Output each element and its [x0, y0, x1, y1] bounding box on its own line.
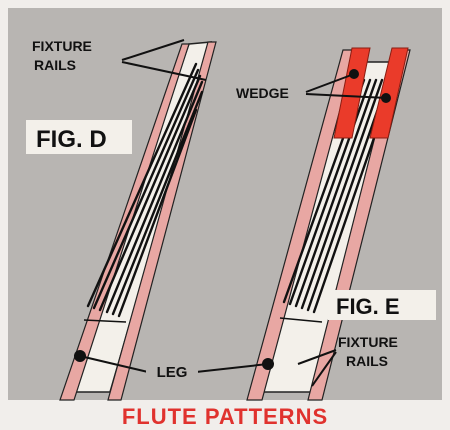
leader-fixture-rails-top-1 — [121, 39, 185, 61]
fig-d-label-bg — [26, 120, 132, 154]
fixture-rails-bottom-line1: FIXTURE — [338, 334, 398, 350]
leader-dots — [74, 69, 391, 370]
wedge-dot-left — [349, 69, 359, 79]
leg-dot-left — [74, 350, 86, 362]
fig-e-label-bg — [328, 290, 436, 320]
fixture-rails-top-label: FIXTURE RAILS — [32, 38, 96, 73]
fixture-rails-bottom-line2: RAILS — [346, 353, 388, 369]
leader-leg-left — [79, 355, 149, 373]
fig-d-flute-line — [92, 68, 200, 310]
fig-e-flute-line — [300, 78, 384, 310]
fig-d-label: FIG. D — [36, 126, 107, 153]
fixture-rails-bottom-label: FIXTURE RAILS — [338, 334, 402, 369]
fig-e-flute-end-line — [279, 317, 323, 323]
leader-fixture-rails-top-2 — [121, 61, 207, 81]
fig-e-flute-line — [288, 78, 372, 306]
fig-d-assembly — [59, 41, 217, 401]
leader-lines — [79, 39, 387, 387]
fixture-rails-top-line2: RAILS — [34, 57, 76, 73]
fig-d-flute-end-line — [83, 319, 127, 323]
leader-leg-right — [195, 363, 269, 373]
leader-wedge-2 — [305, 93, 387, 99]
fig-d-flute-line — [105, 80, 204, 314]
leg-label-bg — [146, 360, 198, 382]
leader-wedge-1 — [305, 73, 355, 93]
leg-label: LEG — [157, 364, 188, 381]
leader-fixture-rails-bottom-2 — [311, 351, 337, 387]
wedge-label: WEDGE — [236, 85, 289, 101]
fig-d-flute-line — [111, 90, 204, 316]
leg-dot-right — [262, 358, 274, 370]
fig-e-flute-line — [294, 78, 378, 308]
wedge-right — [369, 47, 409, 139]
fig-d-flutes — [86, 62, 204, 318]
fig-e-label: FIG. E — [336, 294, 400, 319]
fig-d-flute-line — [117, 108, 198, 318]
leader-fixture-rails-bottom-1 — [297, 349, 337, 365]
wedge-left — [333, 47, 371, 139]
caption: FLUTE PATTERNS — [121, 404, 329, 429]
fig-d-flute-line — [86, 62, 198, 308]
fig-d-flute-line — [98, 74, 202, 312]
fixture-rails-top-line1: FIXTURE — [32, 38, 92, 54]
wedge-dot-right — [381, 93, 391, 103]
